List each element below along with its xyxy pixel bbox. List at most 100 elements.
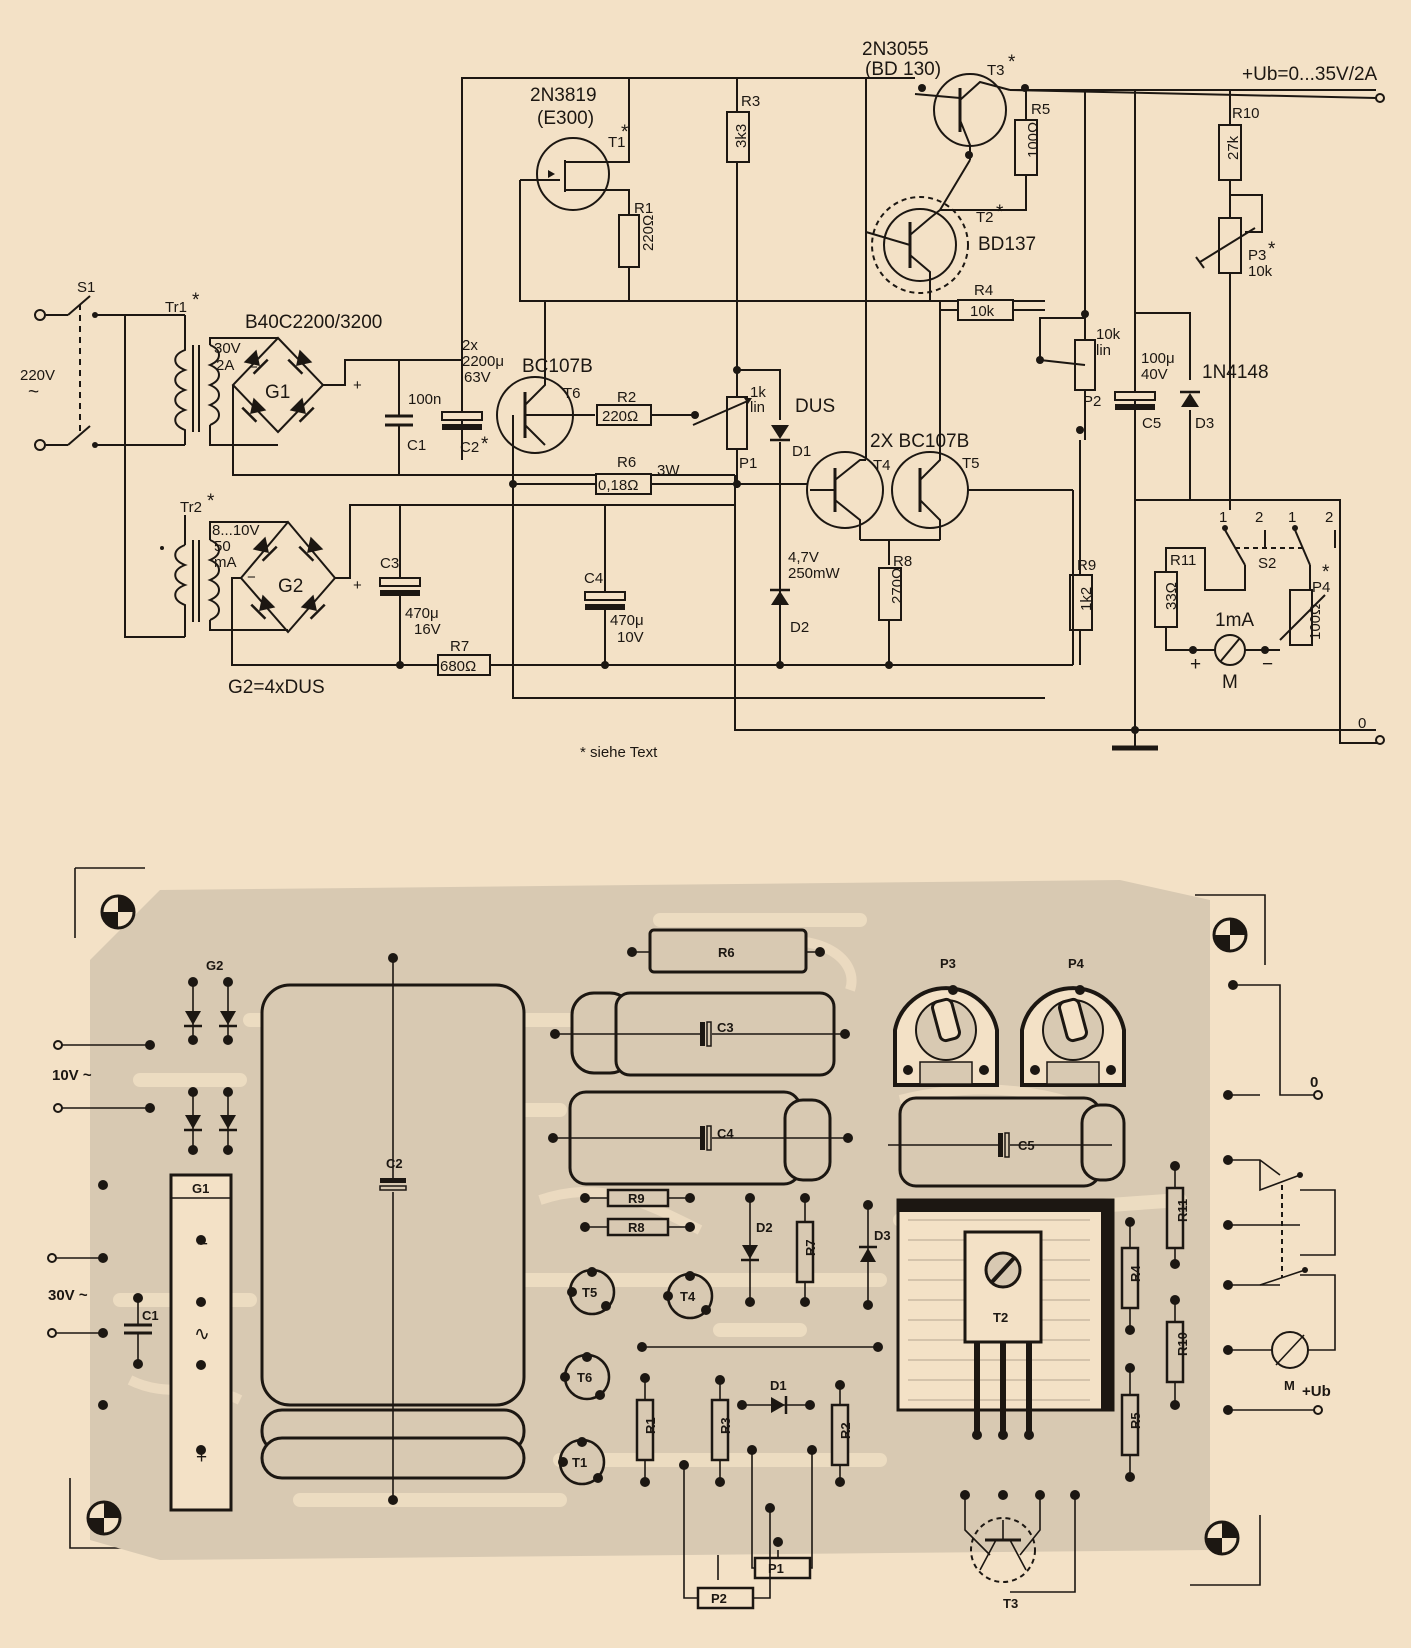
- svg-text:*: *: [192, 290, 200, 311]
- pcb-t1: T1: [558, 1437, 606, 1486]
- svg-text:470μ: 470μ: [405, 605, 439, 622]
- g2-note: G2=4xDUS: [228, 677, 325, 698]
- pcb-p2: P2: [679, 1460, 775, 1610]
- svg-text:D3: D3: [1195, 415, 1214, 432]
- mounting-hole: [1204, 1520, 1240, 1556]
- svg-text:R3: R3: [741, 93, 760, 110]
- svg-text:10k: 10k: [1248, 263, 1273, 280]
- terminal-ub[interactable]: [1313, 1405, 1323, 1415]
- svg-text:680Ω: 680Ω: [440, 658, 476, 675]
- svg-text:R10: R10: [1232, 105, 1260, 122]
- tr1-label: Tr1: [165, 299, 187, 316]
- terminal-pad[interactable]: [53, 1040, 63, 1050]
- potentiometer-p3: P3 * 10k: [1195, 194, 1276, 510]
- svg-text:220Ω: 220Ω: [640, 215, 657, 251]
- terminals-30v: 30V ~: [47, 1180, 108, 1410]
- diode-d3: 1N4148 D3: [1178, 362, 1269, 500]
- svg-text:T3: T3: [987, 62, 1005, 79]
- svg-text:+Ub: +Ub: [1302, 1383, 1331, 1400]
- svg-text:R5: R5: [1128, 1412, 1143, 1429]
- svg-text:R5: R5: [1031, 101, 1050, 118]
- svg-text:−: −: [1262, 654, 1273, 675]
- svg-text:P1: P1: [768, 1561, 784, 1576]
- mounting-hole: [1212, 917, 1248, 953]
- svg-text:*: *: [1008, 52, 1016, 73]
- pcb-r6: R6: [627, 928, 825, 974]
- svg-text:*: *: [207, 491, 215, 512]
- svg-text:R11: R11: [1175, 1199, 1190, 1222]
- resistor-r7: R7 680Ω: [437, 638, 491, 676]
- ground-terminal[interactable]: [1375, 735, 1385, 745]
- svg-text:P4: P4: [1068, 956, 1085, 971]
- svg-text:D1: D1: [770, 1378, 787, 1393]
- svg-text:BC107B: BC107B: [522, 356, 593, 377]
- transformer-tr2: Tr2 * 8...10V 50 mA: [160, 491, 288, 637]
- svg-text:∿: ∿: [194, 1324, 210, 1345]
- capacitor-c5: 100μ 40V C5: [1114, 90, 1191, 750]
- svg-text:D2: D2: [790, 619, 809, 636]
- svg-text:1: 1: [1288, 509, 1296, 526]
- svg-text:R8: R8: [628, 1220, 645, 1235]
- svg-text:G2: G2: [278, 576, 303, 597]
- svg-text:lin: lin: [1096, 342, 1111, 359]
- svg-text:33Ω: 33Ω: [1163, 582, 1180, 610]
- terminal-pad[interactable]: [53, 1103, 63, 1113]
- pcb-d2: D2: [739, 1193, 773, 1307]
- pcb-t2-heatsink: T2: [896, 1198, 1115, 1440]
- svg-text:10V ~: 10V ~: [52, 1067, 92, 1084]
- terminal-pad[interactable]: [47, 1328, 57, 1338]
- svg-text:mA: mA: [214, 554, 237, 571]
- svg-text:T2: T2: [993, 1310, 1008, 1325]
- svg-text:2N3819: 2N3819: [530, 85, 597, 106]
- svg-text:T4: T4: [873, 457, 891, 474]
- svg-text:10V: 10V: [617, 629, 644, 646]
- resistor-r9: R9 1k2: [1069, 557, 1096, 631]
- svg-text:2N3055: 2N3055: [862, 39, 929, 60]
- resistor-r8: R8 270Ω: [878, 553, 912, 665]
- svg-text:Tr2: Tr2: [180, 499, 202, 516]
- svg-text:50: 50: [214, 538, 231, 555]
- c2-label: C2: [460, 439, 479, 456]
- svg-text:S2: S2: [1258, 555, 1276, 572]
- bridge-g1: B40C2200/3200 G1 − +: [231, 312, 735, 476]
- svg-text:D2: D2: [756, 1220, 773, 1235]
- svg-text:220Ω: 220Ω: [602, 408, 638, 425]
- capacitor-c4: C4 470μ 10V: [584, 505, 893, 669]
- ac-symbol: ~: [28, 382, 39, 403]
- potentiometer-p2: 10k lin P2: [1036, 90, 1121, 665]
- svg-text:*: *: [1268, 239, 1276, 260]
- svg-text:C1: C1: [142, 1308, 159, 1323]
- transistor-t3: 2N3055 (BD 130) T3 *: [862, 39, 1029, 160]
- svg-text:BD137: BD137: [978, 234, 1036, 255]
- t1-label: T1: [608, 134, 626, 151]
- pcb-g1: G1 − ∿ +: [169, 1173, 233, 1512]
- svg-text:100μ: 100μ: [1141, 350, 1175, 367]
- switch-label: S1: [77, 279, 95, 296]
- pcb-d3: D3: [857, 1200, 891, 1310]
- pcb-t5: T5: [567, 1267, 616, 1316]
- pcb-r7: R7: [795, 1193, 818, 1307]
- pcb-g2: G2: [182, 958, 239, 1155]
- svg-text:T3: T3: [1003, 1596, 1018, 1611]
- pcb-right-wiring: 0 M +Ub: [1223, 980, 1336, 1415]
- svg-text:G1: G1: [192, 1181, 209, 1196]
- potentiometer-p1: 1k lin P1: [691, 366, 766, 488]
- output-terminal[interactable]: [1375, 93, 1385, 103]
- svg-text:R4: R4: [974, 282, 993, 299]
- svg-text:1N4148: 1N4148: [1202, 362, 1269, 383]
- svg-text:*: *: [481, 434, 489, 455]
- tr1-current: 2A: [216, 357, 234, 374]
- terminal-0[interactable]: [1313, 1090, 1323, 1100]
- terminal-pad[interactable]: [47, 1253, 57, 1263]
- svg-text:63V: 63V: [464, 369, 491, 386]
- pcb-c4: C4: [548, 1090, 853, 1186]
- mains-terminal[interactable]: [34, 439, 46, 451]
- svg-text:+: +: [1190, 654, 1201, 675]
- svg-text:2X BC107B: 2X BC107B: [870, 431, 969, 452]
- svg-text:D3: D3: [874, 1228, 891, 1243]
- svg-text:(E300): (E300): [537, 108, 594, 129]
- svg-text:P1: P1: [739, 455, 757, 472]
- mains-terminal[interactable]: [34, 309, 46, 321]
- pcb-r10: R10: [1165, 1295, 1190, 1410]
- transistor-t6: BC107B T6: [496, 301, 1045, 699]
